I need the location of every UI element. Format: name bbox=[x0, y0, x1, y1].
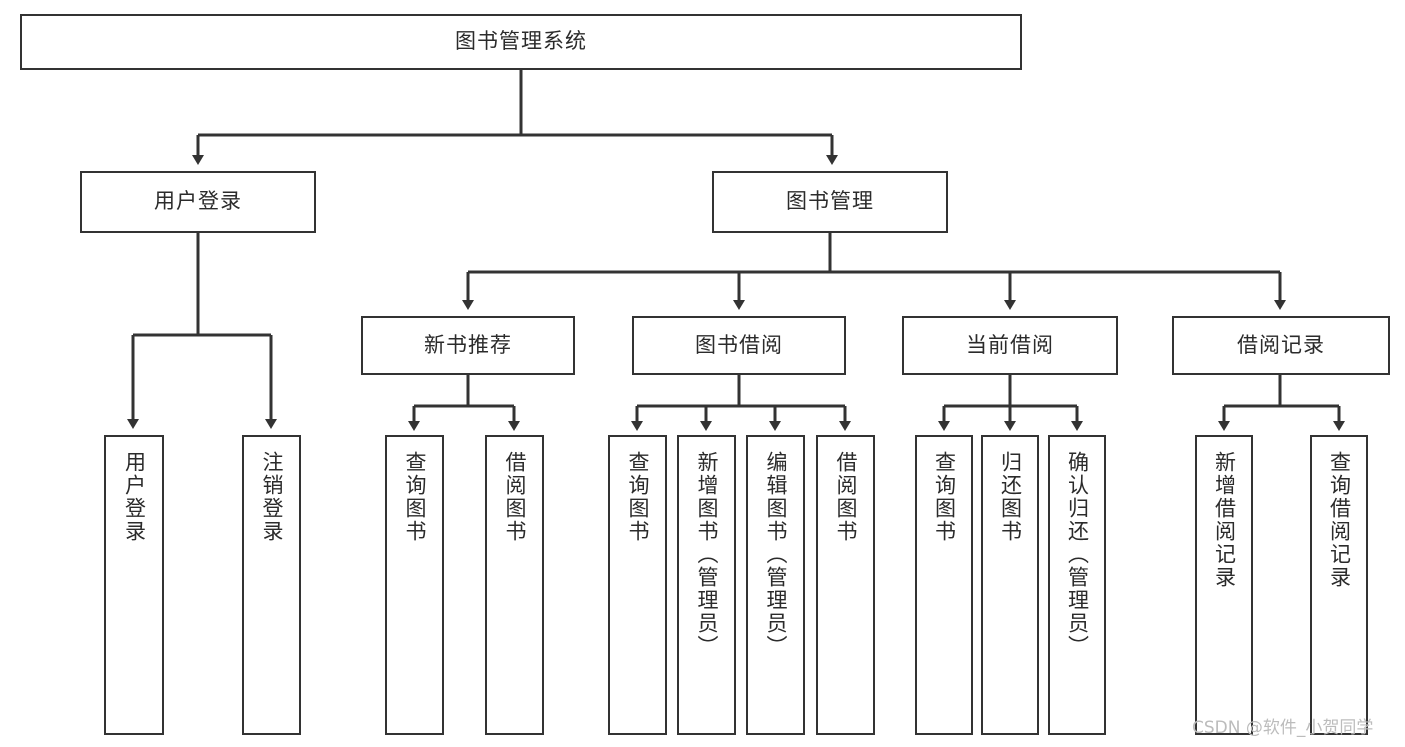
node-label: 用户登录 bbox=[154, 189, 242, 214]
node-leaf-return-book[interactable]: 归还图书 bbox=[981, 435, 1039, 735]
node-book-management[interactable]: 图书管理 bbox=[712, 171, 948, 233]
node-label: 借阅记录 bbox=[1237, 332, 1325, 357]
node-label: 新书推荐 bbox=[424, 332, 512, 357]
node-current-borrow[interactable]: 当前借阅 bbox=[902, 316, 1118, 375]
node-leaf-borrow-book-recommend[interactable]: 借阅图书 bbox=[485, 435, 544, 735]
node-label: 查询图书 bbox=[932, 451, 957, 543]
node-label: 借阅图书 bbox=[502, 451, 527, 543]
node-root-system[interactable]: 图书管理系统 bbox=[20, 14, 1022, 70]
node-label: 借阅图书 bbox=[833, 451, 858, 543]
node-label: 注销登录 bbox=[259, 451, 284, 543]
node-leaf-confirm-return-admin[interactable]: 确认归还（管理员） bbox=[1048, 435, 1106, 735]
node-label: 查询借阅记录 bbox=[1327, 451, 1352, 589]
node-leaf-logout[interactable]: 注销登录 bbox=[242, 435, 301, 735]
node-user-login[interactable]: 用户登录 bbox=[80, 171, 316, 233]
csdn-watermark: CSDN @软件_小贺同学 bbox=[1192, 718, 1374, 738]
node-label: 当前借阅 bbox=[966, 332, 1054, 357]
node-leaf-query-borrow-record[interactable]: 查询借阅记录 bbox=[1310, 435, 1368, 735]
node-book-borrow[interactable]: 图书借阅 bbox=[632, 316, 846, 375]
node-leaf-borrow-book[interactable]: 借阅图书 bbox=[816, 435, 875, 735]
node-label: 新增借阅记录 bbox=[1212, 451, 1237, 589]
node-label: 图书管理系统 bbox=[455, 29, 587, 54]
node-label: 图书借阅 bbox=[695, 332, 783, 357]
node-label: 查询图书 bbox=[625, 451, 650, 543]
node-label: 确认归还（管理员） bbox=[1065, 451, 1090, 658]
node-new-book-recommend[interactable]: 新书推荐 bbox=[361, 316, 575, 375]
node-label: 编辑图书（管理员） bbox=[763, 451, 788, 658]
node-leaf-add-book-admin[interactable]: 新增图书（管理员） bbox=[677, 435, 736, 735]
node-label: 新增图书（管理员） bbox=[694, 451, 719, 658]
node-leaf-add-borrow-record[interactable]: 新增借阅记录 bbox=[1195, 435, 1253, 735]
node-leaf-edit-book-admin[interactable]: 编辑图书（管理员） bbox=[746, 435, 805, 735]
node-leaf-user-login[interactable]: 用户登录 bbox=[104, 435, 164, 735]
node-label: 图书管理 bbox=[786, 189, 874, 214]
node-leaf-query-book-recommend[interactable]: 查询图书 bbox=[385, 435, 444, 735]
node-borrow-record[interactable]: 借阅记录 bbox=[1172, 316, 1390, 375]
node-leaf-query-book-current[interactable]: 查询图书 bbox=[915, 435, 973, 735]
node-leaf-query-book-borrow[interactable]: 查询图书 bbox=[608, 435, 667, 735]
node-label: 查询图书 bbox=[402, 451, 427, 543]
node-label: 用户登录 bbox=[122, 451, 147, 543]
node-label: 归还图书 bbox=[998, 451, 1023, 543]
